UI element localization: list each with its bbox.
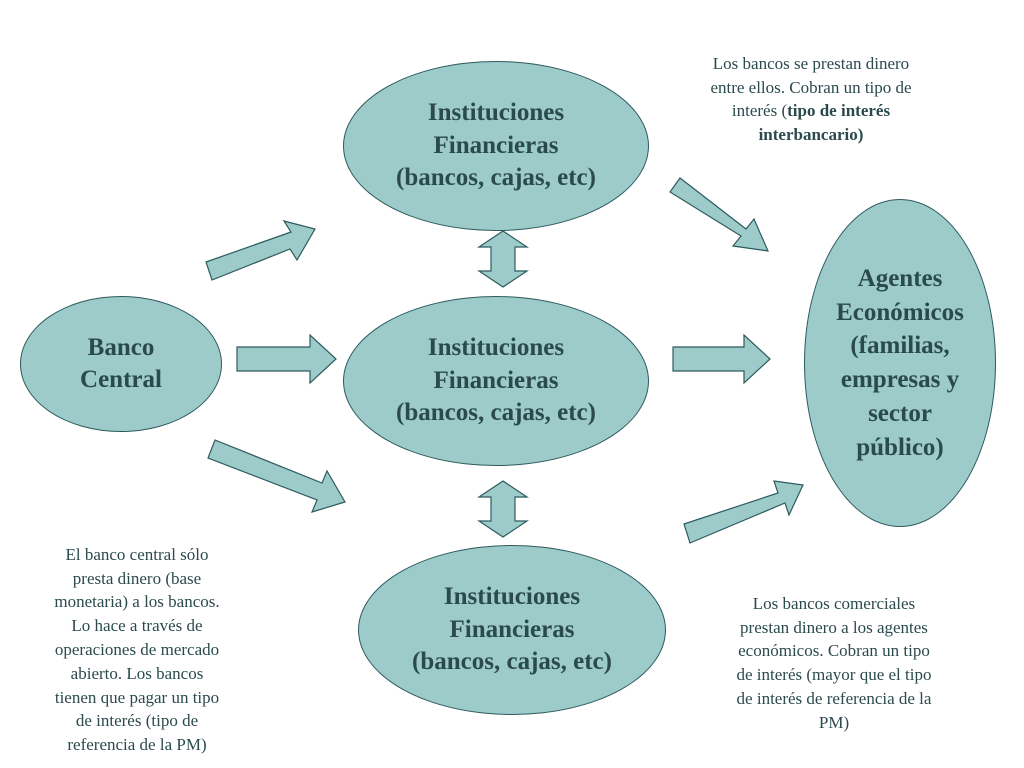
node-instituciones-top: Instituciones Financieras (bancos, cajas… — [343, 61, 649, 231]
arrow-central-to-top — [205, 220, 316, 281]
note-central-bank-text: El banco central sólo presta dinero (bas… — [54, 544, 220, 755]
node-instituciones-mid: Instituciones Financieras (bancos, cajas… — [343, 296, 649, 466]
banco-central-label: Banco Central — [80, 333, 162, 394]
arrow-mid-bottom-double — [477, 480, 529, 538]
instituciones-mid-label: Instituciones Financieras (bancos, cajas… — [396, 334, 596, 427]
arrow-top-to-agentes — [669, 177, 769, 252]
instituciones-bottom-label: Instituciones Financieras (bancos, cajas… — [412, 583, 612, 676]
arrow-central-to-bottom — [207, 439, 346, 513]
arrow-bottom-to-agentes — [683, 480, 804, 544]
note-interbank-close: ) — [857, 125, 864, 145]
note-central-bank: El banco central sólo presta dinero (bas… — [30, 519, 244, 757]
arrow-central-to-mid — [236, 333, 337, 385]
agentes-label: Agentes Económicos (familias, empresas y… — [836, 264, 964, 461]
node-agentes-economicos: Agentes Económicos (familias, empresas y… — [804, 199, 996, 527]
node-banco-central: Banco Central — [20, 296, 222, 432]
note-commercial-text: Los bancos comerciales prestan dinero a … — [736, 593, 932, 732]
note-interbank-text: Los bancos se prestan dinero entre ellos… — [710, 53, 912, 121]
note-interbank: Los bancos se prestan dinero entre ellos… — [672, 28, 950, 147]
note-commercial-banks: Los bancos comerciales prestan dinero a … — [712, 568, 956, 735]
arrow-top-mid-double — [477, 230, 529, 288]
arrow-mid-to-agentes — [672, 333, 771, 385]
node-instituciones-bottom: Instituciones Financieras (bancos, cajas… — [358, 545, 666, 715]
instituciones-top-label: Instituciones Financieras (bancos, cajas… — [396, 99, 596, 192]
note-interbank-bold: tipo de interés interbancario — [758, 101, 891, 145]
